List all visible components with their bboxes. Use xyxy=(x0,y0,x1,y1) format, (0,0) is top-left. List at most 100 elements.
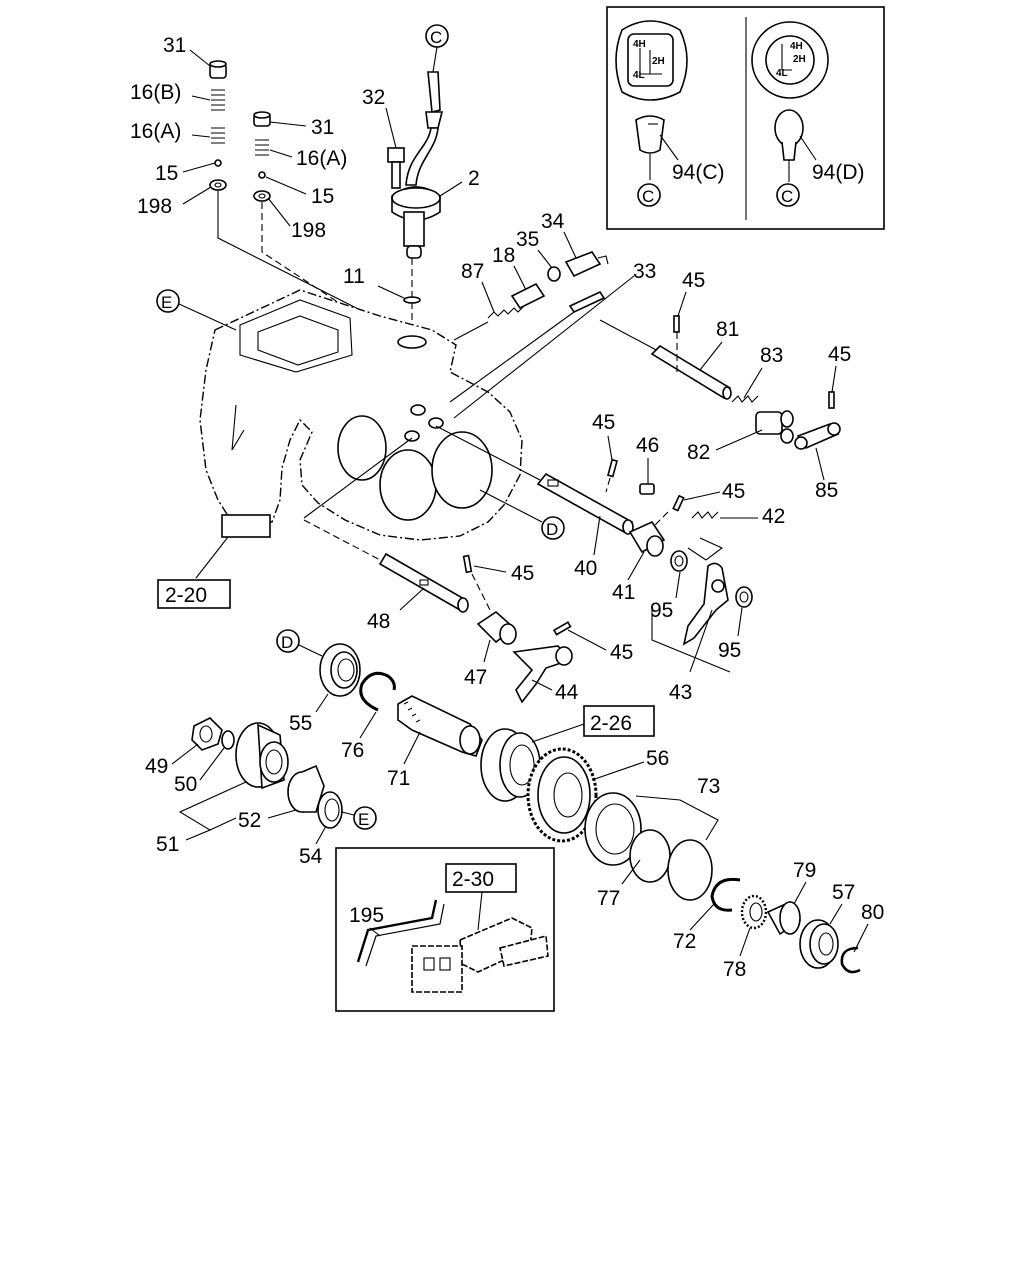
label-32: 32 xyxy=(362,86,385,109)
label-94d: 94(D) xyxy=(812,161,865,184)
label-49: 49 xyxy=(145,755,168,778)
shaft-81 xyxy=(650,344,732,400)
ref-box-2-30: 2-30 xyxy=(445,863,517,893)
label-42: 42 xyxy=(762,505,785,528)
label-48: 48 xyxy=(367,610,390,633)
plunger-18 xyxy=(510,282,546,310)
ref-2-30: 2-30 xyxy=(452,868,494,891)
label-52: 52 xyxy=(238,809,261,832)
pin-45-lower-a xyxy=(462,554,473,574)
leader-94c xyxy=(659,134,679,161)
label-195: 195 xyxy=(349,904,384,927)
washer-50 xyxy=(221,730,235,750)
label-41: 41 xyxy=(612,581,635,604)
snap-ring-72 xyxy=(710,877,741,912)
knob-inset-frame xyxy=(606,6,885,230)
svg-text:D: D xyxy=(281,633,293,652)
transfer-case-housing xyxy=(199,289,523,541)
label-81: 81 xyxy=(716,318,739,341)
label-46: 46 xyxy=(636,434,659,457)
label-80: 80 xyxy=(861,901,884,924)
pin-45-top-a xyxy=(673,315,680,333)
knob-c-4h-label: 4H xyxy=(633,39,646,50)
bracket-inset: 2-30 195 xyxy=(335,847,555,1012)
knob-d-2h-label: 2H xyxy=(793,54,806,65)
label-45-c: 45 xyxy=(592,411,615,434)
svg-text:E: E xyxy=(358,810,369,829)
link-85 xyxy=(794,422,841,450)
label-78: 78 xyxy=(723,958,746,981)
label-79: 79 xyxy=(793,859,816,882)
collar-79 xyxy=(766,900,802,936)
label-45-b: 45 xyxy=(828,343,851,366)
label-83: 83 xyxy=(760,344,783,367)
leader-94d xyxy=(799,135,817,161)
callout-c-94d: C xyxy=(776,183,800,207)
label-87: 87 xyxy=(461,260,484,283)
snap-ring-lower xyxy=(404,430,420,442)
label-95-a: 95 xyxy=(650,599,673,622)
knob-c-4l-label: 4L xyxy=(633,70,645,81)
shaft-40 xyxy=(536,472,634,535)
label-76: 76 xyxy=(341,739,364,762)
callout-c-94c: C xyxy=(637,183,661,207)
label-2: 2 xyxy=(468,167,480,190)
gear-56 xyxy=(526,747,598,843)
label-35: 35 xyxy=(516,228,539,251)
switch-34 xyxy=(564,251,609,278)
label-16a-left: 16(A) xyxy=(130,120,181,143)
bearing-55 xyxy=(319,643,361,697)
needle-bearing-78 xyxy=(740,894,768,930)
lever-82 xyxy=(755,410,794,444)
label-95-b: 95 xyxy=(718,639,741,662)
callout-e-bottom: E xyxy=(353,806,377,830)
snap-ring-upper-b xyxy=(428,417,444,429)
label-85: 85 xyxy=(815,479,838,502)
snap-ring-76 xyxy=(359,671,396,712)
label-57: 57 xyxy=(832,881,855,904)
pin-45-mid-a xyxy=(607,458,618,478)
label-77: 77 xyxy=(597,887,620,910)
rod-195 xyxy=(356,899,445,967)
label-94c: 94(C) xyxy=(672,161,725,184)
bracket-inset-frame xyxy=(335,847,555,1012)
label-31-right: 31 xyxy=(311,116,334,139)
label-34: 34 xyxy=(541,210,565,233)
svg-text:D: D xyxy=(546,520,558,539)
shaft-48 xyxy=(378,552,469,613)
svg-text:C: C xyxy=(781,187,793,206)
pin-45-mid-b xyxy=(672,494,685,512)
label-72: 72 xyxy=(673,930,696,953)
label-198-right: 198 xyxy=(291,219,326,242)
rod-33 xyxy=(568,290,606,314)
label-45-a: 45 xyxy=(682,269,705,292)
detent-parts-right xyxy=(253,111,271,202)
label-33: 33 xyxy=(633,260,656,283)
svg-text:C: C xyxy=(642,187,654,206)
knob-94c-top-view: 4H 2H 4L xyxy=(615,20,688,101)
ref-2-26: 2-26 xyxy=(590,712,632,735)
ref-2-20: 2-20 xyxy=(165,584,207,607)
callout-e-left: E xyxy=(156,289,180,313)
shift-lever-2 xyxy=(391,71,444,259)
pin-45-lower-b xyxy=(552,621,572,636)
label-45-d: 45 xyxy=(722,480,745,503)
knob-94d-side-view xyxy=(774,109,804,182)
pin-46 xyxy=(639,483,655,495)
ref-box-2-26: 2-26 xyxy=(583,705,655,737)
label-18: 18 xyxy=(492,244,515,267)
flange-51 xyxy=(235,722,289,790)
label-45-e: 45 xyxy=(511,562,534,585)
label-82: 82 xyxy=(687,441,710,464)
oil-seal-54 xyxy=(317,791,343,829)
label-43: 43 xyxy=(669,681,692,704)
callout-d-left: D xyxy=(276,629,300,653)
spring-83 xyxy=(731,395,759,403)
label-40: 40 xyxy=(574,557,597,580)
snap-ring-upper-a xyxy=(410,404,426,416)
label-54: 54 xyxy=(299,845,323,868)
spring-87 xyxy=(487,305,525,319)
label-51: 51 xyxy=(156,833,179,856)
bearing-cage-2-26 xyxy=(480,728,541,802)
svg-text:C: C xyxy=(430,28,442,47)
